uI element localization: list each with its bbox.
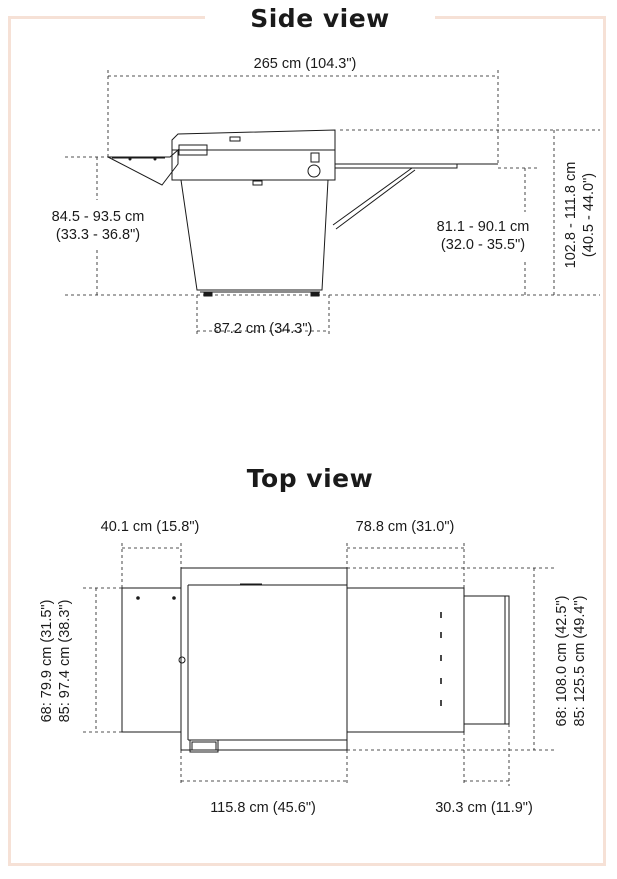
feeder-width-label: 40.1 cm (15.8") (100, 519, 200, 535)
side-view-title: Side view (205, 2, 435, 36)
total-height-label-1: 102.8 - 111.8 cm (563, 161, 579, 269)
side-view-dimension-lines (65, 70, 600, 335)
left-depth-label-1: 68: 79.9 cm (31.5") (39, 599, 55, 723)
left-height-label-1: 84.5 - 93.5 cm (28, 208, 168, 226)
total-height-label-2: (40.5 - 44.0") (581, 172, 597, 258)
overall-width-label: 265 cm (104.3") (253, 56, 357, 72)
right-depth-label-1: 68: 108.0 cm (42.5") (554, 595, 570, 727)
right-depth-label-2: 85: 125.5 cm (49.4") (572, 595, 588, 727)
inner-height-label-1: 81.1 - 90.1 cm (418, 218, 548, 236)
left-height-label-2: (33.3 - 36.8") (28, 226, 168, 244)
base-width-label: 87.2 cm (34.3") (213, 321, 313, 337)
inner-height-label-2: (32.0 - 35.5") (418, 236, 548, 254)
top-view-title: Top view (215, 462, 405, 496)
side-view-machine (107, 129, 498, 297)
exit-width-label: 30.3 cm (11.9") (435, 800, 533, 816)
top-view-dimension-lines (83, 543, 555, 786)
top-view-machine (121, 567, 510, 753)
body-width-label: 115.8 cm (45.6") (210, 800, 316, 816)
left-depth-label-2: 85: 97.4 cm (38.3") (57, 599, 73, 723)
tray-width-label: 78.8 cm (31.0") (355, 519, 455, 535)
